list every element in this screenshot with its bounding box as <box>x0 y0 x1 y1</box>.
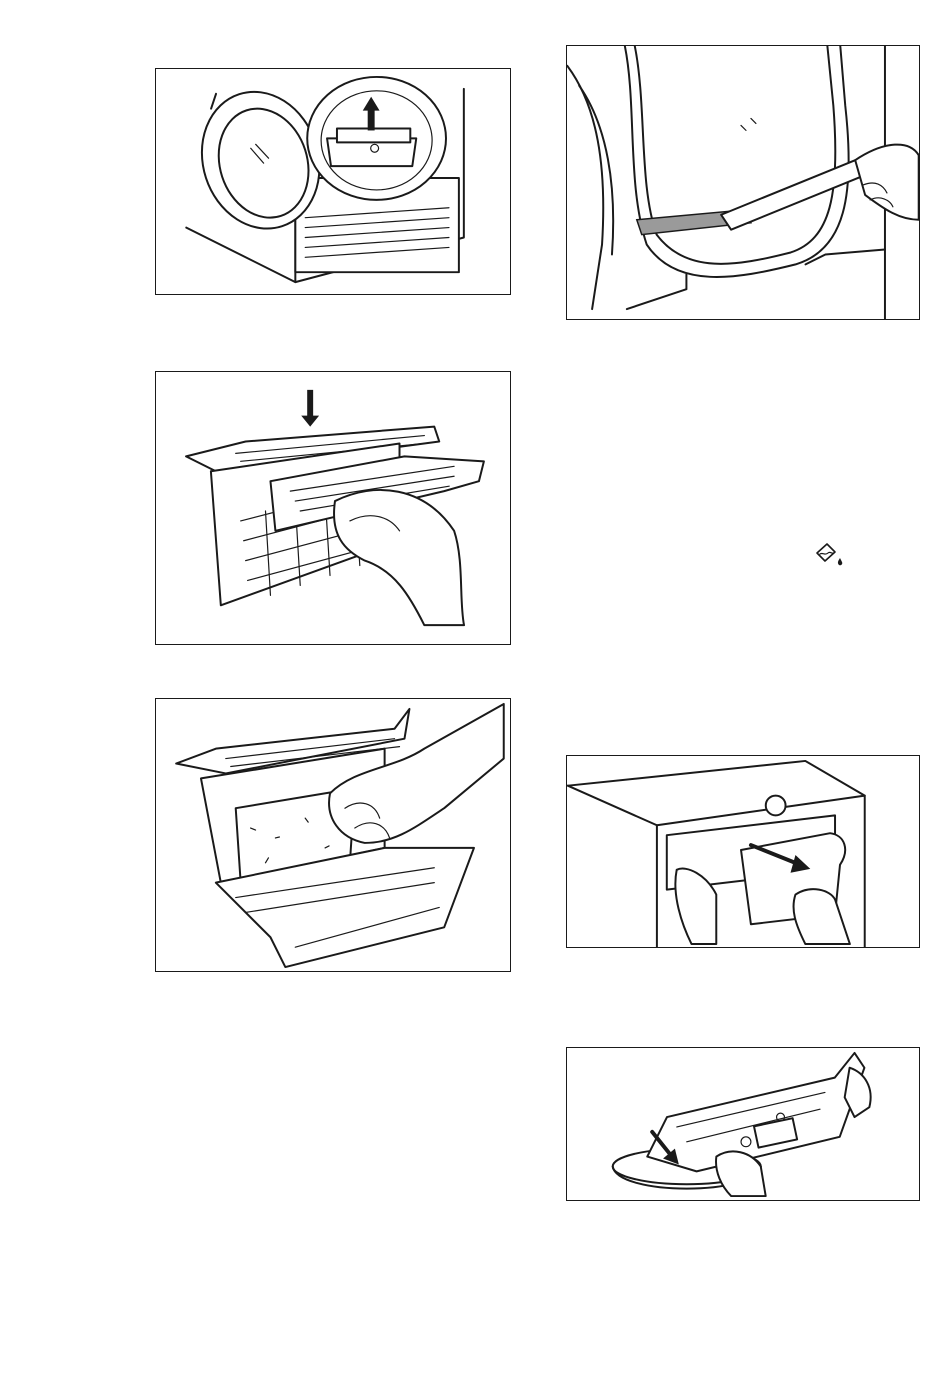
illustration-water-container-emptying <box>566 1047 920 1201</box>
arrow-down-icon <box>301 390 319 427</box>
illustration-water-container-removal <box>566 755 920 948</box>
left-hand <box>716 1151 766 1196</box>
dial <box>766 796 786 816</box>
water-container <box>647 1053 864 1171</box>
hand <box>855 145 919 220</box>
pour-water-icon <box>813 541 845 569</box>
filter <box>327 128 416 166</box>
illustration-filter-removal <box>155 68 511 295</box>
illustration-filter-cleaning <box>155 698 511 972</box>
right-hand <box>794 889 850 944</box>
illustration-filter-open <box>155 371 511 645</box>
illustration-door-seal-cleaning <box>566 45 920 320</box>
vacuum-nozzle <box>721 160 865 229</box>
